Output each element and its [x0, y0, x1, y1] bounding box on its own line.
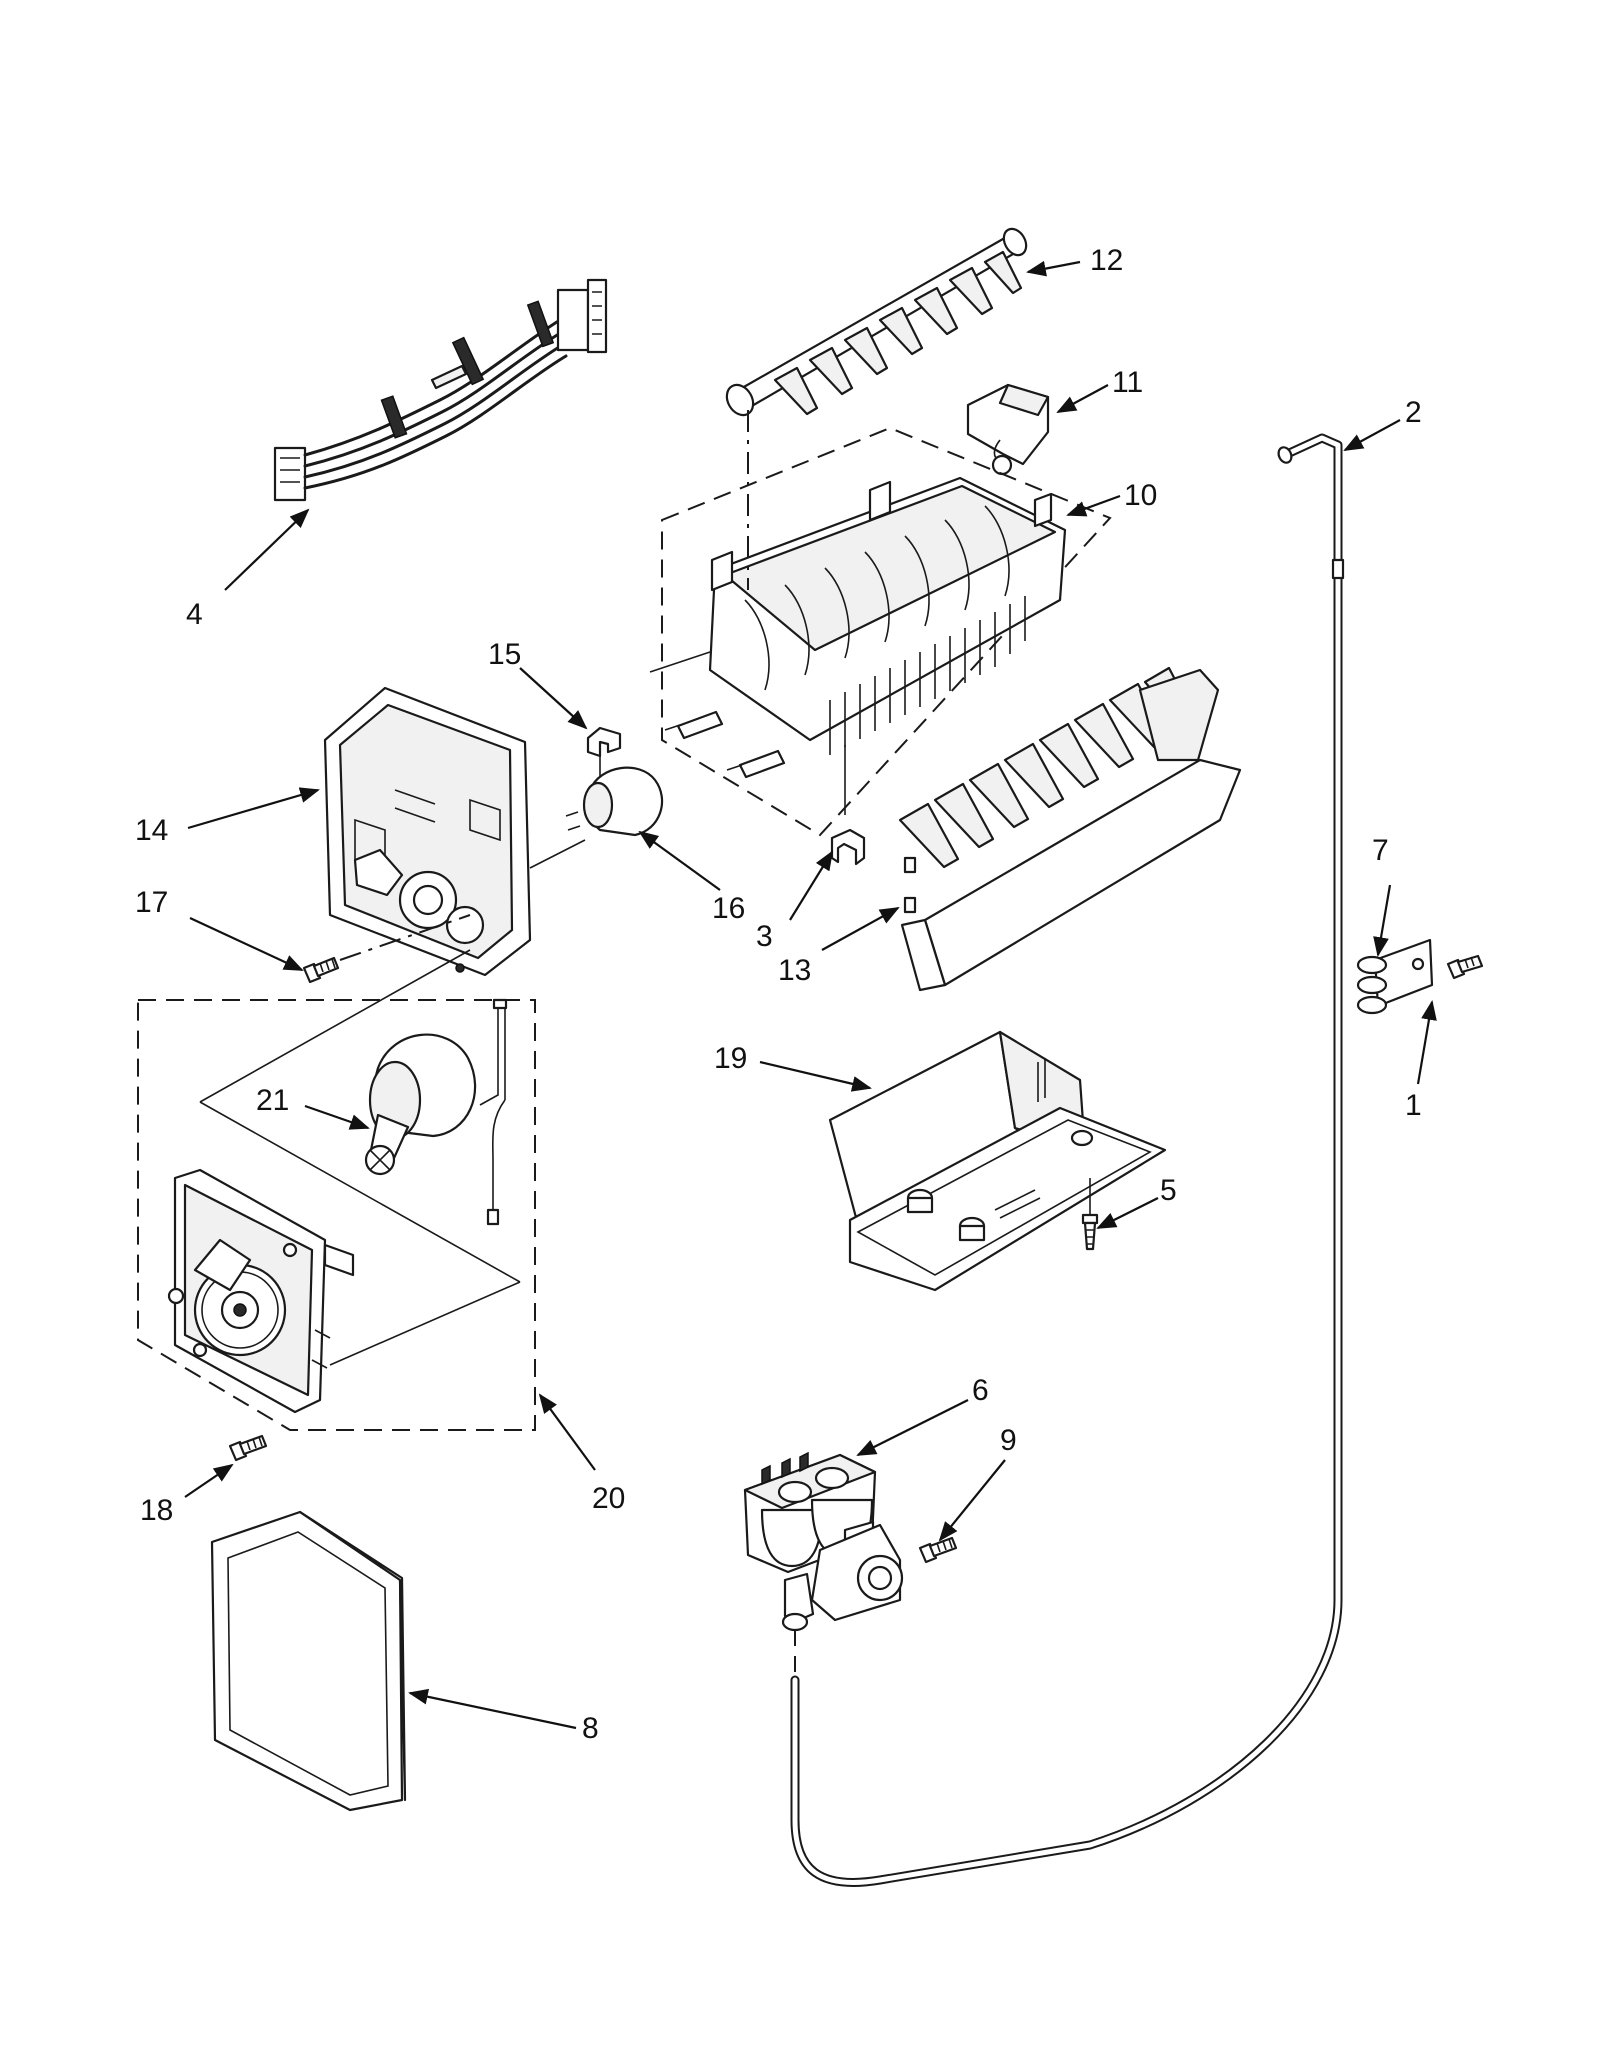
leader-19 — [759, 1060, 872, 1092]
callout-12: 12 — [1090, 244, 1123, 277]
callout-14: 14 — [135, 814, 168, 847]
callout-8: 8 — [582, 1712, 599, 1745]
leader-5 — [1096, 1197, 1159, 1229]
mold-cavities — [744, 505, 1010, 691]
leader-14 — [187, 787, 320, 830]
leader-21 — [304, 1104, 370, 1130]
callout-2: 2 — [1405, 396, 1422, 429]
stripper-part-13[interactable] — [898, 666, 1242, 992]
leader-15 — [519, 667, 588, 730]
module-dashed-outline — [137, 999, 536, 1431]
leader-6 — [856, 1399, 969, 1456]
callout-10: 10 — [1124, 479, 1157, 512]
harness-connector-left — [273, 446, 307, 502]
clip-part-3[interactable] — [830, 828, 866, 866]
leader-11 — [1056, 384, 1109, 413]
callout-17: 17 — [135, 886, 168, 919]
screw-part-5[interactable] — [1081, 1178, 1099, 1251]
leader-2 — [1343, 419, 1401, 451]
mold-dashed-outline — [661, 426, 1112, 837]
callout-9: 9 — [1000, 1424, 1017, 1457]
stripper-fingers — [898, 666, 1197, 869]
thermostat-part-16[interactable] — [565, 766, 664, 837]
leader-20 — [538, 1393, 596, 1471]
callout-11: 11 — [1112, 366, 1143, 399]
callout-21: 21 — [256, 1084, 289, 1117]
tube-clamp-part-7[interactable] — [1356, 938, 1434, 1015]
leader-13 — [821, 907, 900, 951]
leader-18 — [184, 1463, 234, 1498]
leader-10 — [1066, 494, 1121, 517]
callout-7: 7 — [1372, 834, 1389, 867]
leader-8 — [408, 1688, 577, 1730]
wire-harness-part-4[interactable] — [273, 278, 608, 502]
callout-15: 15 — [488, 638, 521, 671]
ice-bin-part-19[interactable] — [828, 1030, 1167, 1292]
leader-arrows — [184, 260, 1437, 1730]
cover-part-8[interactable] — [210, 1510, 407, 1812]
leader-9 — [938, 1459, 1006, 1542]
callout-13: 13 — [778, 954, 811, 987]
callout-3: 3 — [756, 920, 773, 953]
thermostat-clip-part-15[interactable] — [586, 726, 622, 780]
callout-labels: 12 11 10 2 4 15 14 16 3 13 17 7 1 19 21 … — [135, 244, 1422, 1745]
motor-part-21[interactable] — [364, 998, 508, 1226]
bracket-part-11[interactable] — [966, 383, 1050, 476]
callout-16: 16 — [712, 892, 745, 925]
fill-tube-part-2[interactable] — [790, 433, 1345, 1887]
leader-12 — [1026, 260, 1081, 277]
leader-3 — [789, 850, 834, 921]
screw-part-1[interactable] — [1446, 954, 1484, 980]
ejector-blades — [773, 250, 1023, 416]
callout-5: 5 — [1160, 1174, 1177, 1207]
water-valve-part-6[interactable] — [743, 1451, 904, 1632]
leader-1 — [1416, 1000, 1437, 1085]
callout-18: 18 — [140, 1494, 173, 1527]
callout-19: 19 — [714, 1042, 747, 1075]
callout-4: 4 — [186, 598, 203, 631]
ice-mold-part-10[interactable] — [649, 426, 1112, 837]
leader-4 — [224, 508, 310, 591]
screw-part-17[interactable] — [302, 956, 340, 984]
callout-6: 6 — [972, 1374, 989, 1407]
module-assembly-part-20[interactable] — [137, 949, 536, 1431]
leader-16 — [638, 830, 721, 891]
callout-1: 1 — [1405, 1089, 1422, 1122]
housing-part-14[interactable] — [323, 686, 532, 977]
harness-connector-right — [556, 288, 590, 352]
screw-part-9[interactable] — [918, 1536, 958, 1564]
leader-17 — [189, 917, 304, 971]
callout-20: 20 — [592, 1482, 625, 1515]
screw-part-18[interactable] — [228, 1434, 268, 1462]
mold-heat-fins — [829, 596, 1026, 755]
ejector-part-12[interactable] — [722, 225, 1031, 420]
leader-7 — [1373, 884, 1392, 957]
